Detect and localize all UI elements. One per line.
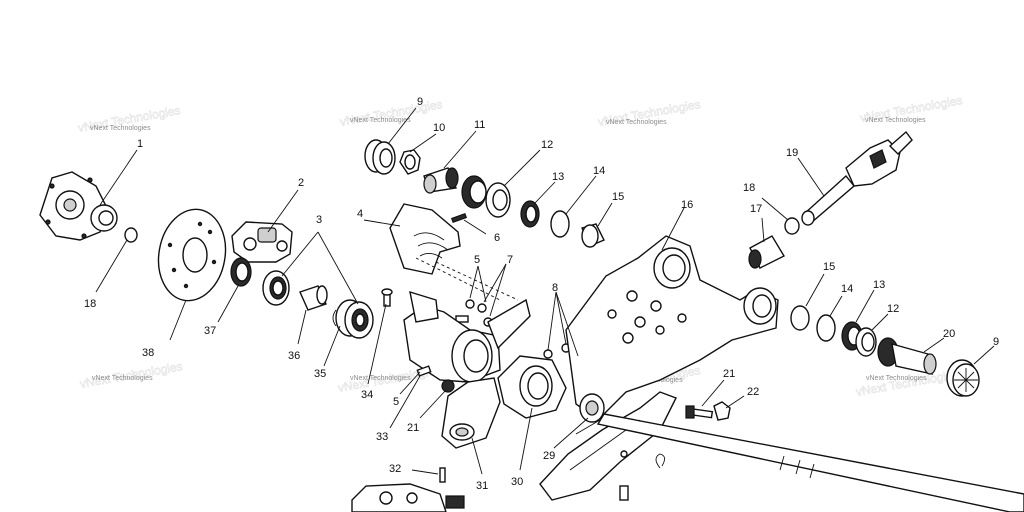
- watermark: vNext Technologies: [350, 117, 411, 124]
- callout-13: 13: [873, 279, 885, 291]
- part-caliper-bottom: [351, 483, 465, 512]
- part-bolt-33: [416, 365, 432, 377]
- callout-9: 9: [417, 96, 423, 108]
- part-chain-guard: [389, 203, 461, 275]
- callout-15: 15: [823, 261, 835, 273]
- callout-1: 1: [137, 138, 143, 150]
- part-bearing-3: [262, 270, 290, 306]
- callout-34: 34: [361, 389, 373, 401]
- part-pin-17: [748, 235, 785, 269]
- callout-22: 22: [747, 386, 759, 398]
- part-axle: [596, 413, 1024, 512]
- callout-33: 33: [376, 431, 388, 443]
- part-pin-32: [439, 467, 446, 483]
- part-sprocket-plate: [497, 355, 567, 419]
- callout-30: 30: [511, 476, 523, 488]
- callout-12: 12: [541, 139, 553, 151]
- part-gear-case-cover: [39, 171, 118, 241]
- part-bearing-35: [332, 299, 374, 339]
- watermark-ghost: vNext Technologies: [339, 97, 444, 129]
- part-ring-13: [520, 200, 540, 228]
- part-collar-11: [423, 167, 459, 194]
- part-brake-caliper: [231, 221, 293, 263]
- part-cap-9-right: [946, 359, 980, 397]
- watermark: vNext Technologies: [865, 117, 926, 124]
- part-bolt-21-right: [685, 405, 714, 419]
- part-swingarm: [565, 235, 779, 423]
- callout-2: 2: [298, 177, 304, 189]
- part-seal-37: [230, 257, 252, 287]
- callout-38: 38: [142, 347, 154, 359]
- part-drive-shaft: [801, 130, 913, 226]
- callout-20: 20: [943, 328, 955, 340]
- part-lower-arm: [441, 377, 501, 449]
- watermark: vNext Technologies: [92, 375, 153, 382]
- callout-9: 9: [993, 336, 999, 348]
- callout-31: 31: [476, 480, 488, 492]
- callout-8: 8: [552, 282, 558, 294]
- callout-3: 3: [316, 214, 322, 226]
- part-washer-21-left: [441, 379, 455, 393]
- part-cap-9: [364, 139, 396, 175]
- part-ring-14-right: [816, 314, 836, 342]
- callout-32: 32: [389, 463, 401, 475]
- callout-29: 29: [543, 450, 555, 462]
- callout-35: 35: [314, 368, 326, 380]
- watermark-ghost: vNext Technologies: [855, 367, 960, 399]
- part-plug-15: [581, 223, 605, 248]
- part-hub-housing: [403, 290, 531, 383]
- watermark: vNext Technologies: [866, 375, 927, 382]
- callout-18: 18: [84, 298, 96, 310]
- part-bolt-6: [450, 212, 468, 224]
- callout-labels: 1 2 3 4 5 5 6 7 8 9 9 10 11 12 12 13 13 …: [84, 96, 999, 492]
- callout-6: 6: [494, 232, 500, 244]
- callout-16: 16: [681, 199, 693, 211]
- part-sleeve-36: [299, 285, 328, 311]
- watermark: vNext Technologies: [606, 119, 667, 126]
- callout-36: 36: [288, 350, 300, 362]
- part-seal-12: [461, 175, 511, 218]
- part-brake-disc: [157, 208, 227, 302]
- callout-10: 10: [433, 122, 445, 134]
- callout-19: 19: [786, 147, 798, 159]
- callout-5: 5: [393, 396, 399, 408]
- leader-lines: [95, 107, 995, 475]
- callout-18: 18: [743, 182, 755, 194]
- callout-12: 12: [887, 303, 899, 315]
- part-o-ring-left: [124, 227, 138, 243]
- part-o-ring-right: [784, 217, 800, 235]
- part-studs: [455, 299, 493, 327]
- watermark: vNext Technologies: [90, 125, 151, 132]
- part-clip: [655, 453, 665, 469]
- callout-7: 7: [507, 254, 513, 266]
- callout-11: 11: [474, 119, 485, 131]
- watermark: vNext Technologies: [350, 375, 411, 382]
- part-plug-15-right: [790, 305, 810, 331]
- callout-21: 21: [407, 422, 419, 434]
- callout-17: 17: [750, 203, 762, 215]
- part-bolt-34: [381, 288, 393, 307]
- callout-4: 4: [357, 208, 363, 220]
- part-bolt-bottom: [619, 485, 629, 501]
- part-collar-20: [877, 337, 937, 375]
- callout-14: 14: [841, 283, 853, 295]
- part-nut-10: [399, 149, 421, 175]
- callout-15: 15: [612, 191, 624, 203]
- callout-14: 14: [593, 165, 605, 177]
- callout-13: 13: [552, 171, 564, 183]
- callout-5: 5: [474, 254, 480, 266]
- part-nut-22: [713, 401, 731, 421]
- callout-37: 37: [204, 325, 216, 337]
- assembly-guide-lines: [415, 257, 519, 301]
- callout-21: 21: [723, 368, 735, 380]
- part-ring-14: [550, 210, 570, 238]
- part-seal-12-right: [855, 327, 877, 357]
